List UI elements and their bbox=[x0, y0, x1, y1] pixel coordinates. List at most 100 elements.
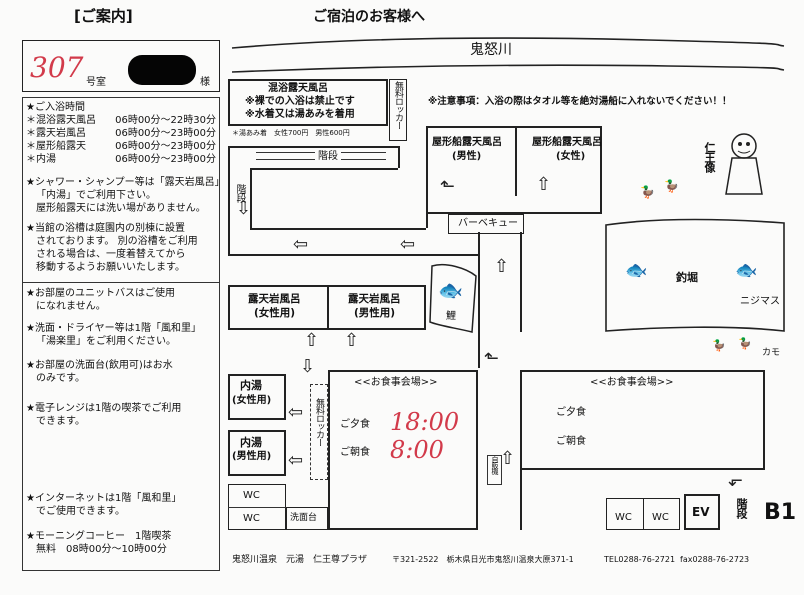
mixed-bath-title: 混浴露天風呂 bbox=[268, 83, 328, 94]
wall bbox=[228, 146, 230, 254]
washroom-label: 洗面台 bbox=[290, 513, 318, 523]
bath-hour-name: ＊内湯 bbox=[26, 154, 56, 165]
bbq-box bbox=[448, 214, 524, 234]
vending-label: 自販機 bbox=[491, 456, 499, 474]
note-line: でご使用できます。 bbox=[36, 506, 125, 517]
bath-hour-time: 06時00分～23時00分 bbox=[115, 154, 216, 165]
wall bbox=[250, 168, 252, 228]
coffee-note: ★モーニングコーヒー 1階喫茶 無料 08時00分～10時00分 bbox=[26, 530, 171, 556]
wall bbox=[520, 232, 522, 332]
fishing-pond bbox=[605, 218, 785, 332]
iwa-female-sub: (女性用) bbox=[254, 307, 296, 319]
note-line: ★シャワー・シャンプー等は「露天岩風呂」 bbox=[26, 177, 225, 188]
dining-left bbox=[328, 370, 478, 530]
note-line: ★お部屋のユニットバスはご使用 bbox=[26, 288, 175, 299]
note-line: 屋形船露天には洗い場がありません。 bbox=[36, 203, 206, 214]
bath-hour-time: 06時00分～22時30分 bbox=[115, 115, 216, 126]
ev-box bbox=[684, 494, 720, 530]
bath-hours: ★ご入浴時間 ＊混浴露天風呂 06時00分～22時30分 ＊露天岩風呂 06時00分… bbox=[26, 101, 216, 166]
dining-right bbox=[520, 370, 765, 470]
nijimasu-label: ニジマス bbox=[740, 296, 780, 307]
note-line: ★洗面・ドライヤー等は1階「風和里」 bbox=[26, 323, 202, 334]
iwa-male-title: 露天岩風呂 bbox=[348, 293, 401, 305]
uchiyu-male-sub: (男性用) bbox=[232, 451, 272, 462]
bath-hour-name: ＊屋形船露天 bbox=[26, 141, 86, 152]
wall bbox=[228, 507, 286, 508]
uchiyu-female-sub: (女性用) bbox=[232, 395, 272, 406]
yakata-male-sub: (男性) bbox=[452, 151, 482, 162]
note-line: ★お部屋の洗面台(飲用可)はお水 bbox=[26, 360, 173, 371]
sink-note: ★お部屋の洗面台(飲用可)はお水 のみです。 bbox=[26, 359, 173, 385]
note-line: になれません。 bbox=[36, 301, 106, 312]
dryer-note: ★洗面・ドライヤー等は1階「風和里」 「湯楽里」をご利用ください。 bbox=[26, 322, 201, 348]
info-divider bbox=[22, 282, 220, 283]
wall bbox=[515, 126, 517, 196]
footer-postal: 〒321-2522 栃木県日光市鬼怒川温泉大原371-1 bbox=[392, 555, 574, 564]
wall bbox=[228, 254, 478, 256]
yakata-female-sub: (女性) bbox=[556, 151, 586, 162]
iwa-male-sub: (男性用) bbox=[354, 307, 396, 319]
dinner-label-right: ご夕食 bbox=[556, 407, 586, 418]
tsuribori-label: 釣堀 bbox=[676, 271, 698, 284]
wall bbox=[250, 228, 426, 230]
stairs-side-label: 階段 bbox=[234, 184, 245, 202]
locker-mid-label: 無料ロッカー bbox=[314, 398, 324, 446]
wall bbox=[643, 498, 644, 530]
bath-hour-row: ＊混浴露天風呂 06時00分～22時30分 bbox=[26, 114, 216, 127]
bath-hours-title: ★ご入浴時間 bbox=[26, 102, 85, 113]
note-line: 無料 08時00分～10時00分 bbox=[36, 544, 167, 555]
caution-note: ※注意事項：入浴の際はタオル等を絶対湯船に入れないでください！！ bbox=[428, 96, 732, 107]
note-line: されております。 別の浴槽をご利用 bbox=[36, 236, 198, 247]
dinner-time: 18:00 bbox=[390, 408, 460, 436]
duck-icon: 🦆 bbox=[738, 337, 752, 350]
internet-note: ★インターネットは1階「風和里」 でご使用できます。 bbox=[26, 492, 181, 518]
duck-icon: 🦆 bbox=[640, 185, 655, 199]
note-line: される場合は、一度着替えてから bbox=[36, 249, 186, 260]
uchiyu-female-box bbox=[228, 374, 286, 420]
bath-hour-name: ＊露天岩風呂 bbox=[26, 128, 86, 139]
note-line: ★モーニングコーヒー 1階喫茶 bbox=[26, 531, 172, 542]
main-title: ご宿泊のお客様へ bbox=[313, 9, 425, 25]
footer-name: 鬼怒川温泉 元湯 仁王尊プラザ bbox=[232, 555, 368, 565]
room-box bbox=[22, 40, 220, 92]
locker-mid-box bbox=[310, 384, 328, 480]
yakata-male-title: 屋形船露天風呂 bbox=[432, 137, 502, 148]
bath-note: ★当館の浴槽は庭園内の別棟に設置 されております。 別の浴槽をご利用 される場合… bbox=[26, 222, 198, 274]
locker-top-box bbox=[389, 79, 407, 141]
arrow-up-icon: ⇧ bbox=[494, 256, 510, 277]
dinner-label: ご夕食 bbox=[340, 419, 370, 430]
note-line: 移動するようお願いいたします。 bbox=[36, 262, 185, 273]
arrow-up-left-icon: ⬑ bbox=[440, 176, 456, 197]
shower-note: ★シャワー・シャンプー等は「露天岩風呂」 「内湯」でご利用下さい。 屋形船露天に… bbox=[26, 176, 225, 215]
arrow-up-icon: ⇧ bbox=[344, 330, 360, 351]
duck-icon: 🦆 bbox=[712, 339, 726, 352]
wc-label: WC bbox=[615, 512, 632, 523]
niou-statue-icon bbox=[725, 133, 763, 195]
note-line: のみです。 bbox=[36, 373, 85, 384]
arrow-up-icon: ⇧ bbox=[536, 174, 552, 195]
arrow-up-left-icon: ⬑ bbox=[484, 348, 500, 369]
arrow-left-icon: ⇦ bbox=[288, 402, 304, 423]
name-suffix: 様 bbox=[200, 77, 210, 88]
yuami-note: ＊湯あみ着 女性700円 男性600円 bbox=[232, 129, 350, 137]
note-line: ★電子レンジは1階の喫茶でご利用 bbox=[26, 403, 182, 414]
fish-icon: 🐟 bbox=[735, 260, 758, 281]
iwa-female-title: 露天岩風呂 bbox=[248, 293, 301, 305]
bath-hour-time: 06時00分～23時00分 bbox=[115, 141, 216, 152]
room-number: 307 bbox=[30, 51, 84, 84]
ev-label: EV bbox=[692, 505, 710, 519]
bath-hour-name: ＊混浴露天風呂 bbox=[26, 115, 96, 126]
breakfast-label-right: ご朝食 bbox=[556, 436, 586, 447]
arrow-up-icon: ⇧ bbox=[500, 448, 516, 469]
arrow-down-left-icon: ⬐ bbox=[728, 470, 744, 491]
microwave-note: ★電子レンジは1階の喫茶でご利用 できます。 bbox=[26, 402, 181, 428]
room-suffix: 号室 bbox=[86, 77, 106, 88]
floor-label: B1 bbox=[764, 500, 797, 525]
uchiyu-male-title: 内湯 bbox=[240, 436, 262, 449]
redacted-name bbox=[128, 55, 196, 85]
arrow-down-icon: ⇩ bbox=[300, 356, 316, 377]
bath-hour-row: ＊露天岩風呂 06時00分～23時00分 bbox=[26, 127, 216, 140]
bath-hour-time: 06時00分～23時00分 bbox=[115, 128, 216, 139]
arrow-left-icon: ⇦ bbox=[400, 234, 416, 255]
wall bbox=[398, 146, 400, 168]
